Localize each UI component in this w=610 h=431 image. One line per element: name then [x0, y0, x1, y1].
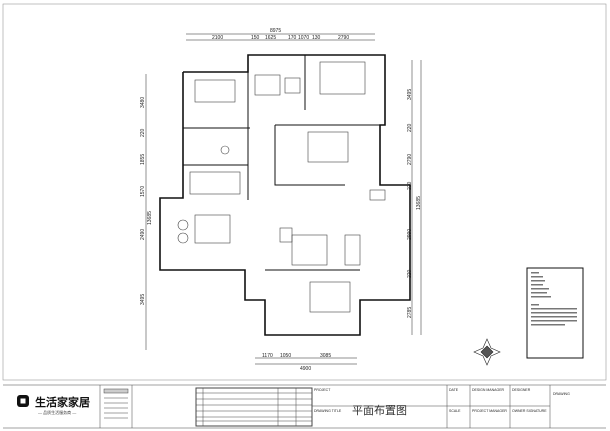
bed-master	[319, 61, 366, 95]
dining-table	[194, 214, 231, 244]
dim-top-total: 8975	[270, 28, 281, 34]
svg-text:3495: 3495	[140, 294, 146, 305]
svg-text:170: 170	[288, 35, 297, 41]
dim-top: 2100 150 1625 170 1070 130 2790	[212, 35, 349, 41]
svg-text:1070: 1070	[298, 35, 309, 41]
furniture	[177, 61, 386, 313]
svg-text:1050: 1050	[280, 353, 291, 359]
svg-text:1170: 1170	[262, 353, 273, 359]
owner-signature-label: OWNER SIGNATURE	[512, 409, 547, 413]
bed-second	[307, 131, 349, 163]
sofa	[291, 234, 328, 266]
svg-text:150: 150	[251, 35, 260, 41]
tv-cabinet	[344, 234, 361, 266]
logo-text: 生活家家居	[35, 397, 90, 409]
svg-text:2100: 2100	[212, 35, 223, 41]
svg-text:1855: 1855	[140, 154, 146, 165]
project-manager-label: PROJECT MANAGER	[472, 409, 507, 413]
compass-icon	[473, 338, 501, 366]
sheet-frame	[2, 3, 607, 381]
svg-text:3495: 3495	[407, 89, 413, 100]
title-block	[3, 384, 606, 429]
kitchen-counter	[189, 171, 241, 195]
svg-text:4900: 4900	[300, 366, 311, 372]
notes-box	[526, 267, 584, 359]
designer-label: DESIGNER	[512, 388, 531, 392]
design-manager-label: DESIGN MANAGER	[472, 388, 505, 392]
logo-subtitle: — 品质生活服务商 —	[38, 410, 77, 415]
svg-text:13685: 13685	[147, 211, 153, 225]
dim-left: 3480 220 1855 1570 2490 3495 13685	[140, 97, 153, 305]
svg-text:2990: 2990	[407, 229, 413, 240]
bed-third	[309, 281, 351, 313]
svg-text:2490: 2490	[140, 229, 146, 240]
drawing-no-label: DRAWING	[553, 392, 570, 396]
svg-text:2785: 2785	[407, 307, 413, 318]
svg-text:220: 220	[407, 269, 413, 278]
walls	[159, 54, 411, 336]
dimension-lines	[145, 33, 422, 365]
bathtub	[194, 79, 236, 103]
date-label: DATE	[449, 388, 459, 392]
dim-bottom: 1170 1050 3085 4900	[262, 353, 331, 372]
drawing-title: 平面布置图	[352, 404, 407, 417]
scale-label: SCALE	[449, 409, 461, 413]
svg-text:1570: 1570	[140, 186, 146, 197]
notes-text	[531, 272, 577, 326]
dim-right: 3495 220 2790 220 2990 220 2785 13685	[407, 89, 422, 318]
svg-text:2790: 2790	[407, 154, 413, 165]
svg-text:2790: 2790	[338, 35, 349, 41]
svg-text:1625: 1625	[265, 35, 276, 41]
svg-text:130: 130	[312, 35, 321, 41]
svg-text:3085: 3085	[320, 353, 331, 359]
svg-text:220: 220	[407, 181, 413, 190]
svg-text:13685: 13685	[416, 196, 422, 210]
drawing-title-label: DRAWING TITLE	[314, 409, 342, 413]
svg-text:220: 220	[140, 128, 146, 137]
project-label: PROJECT	[314, 388, 331, 392]
svg-text:220: 220	[407, 123, 413, 132]
svg-text:3480: 3480	[140, 97, 146, 108]
